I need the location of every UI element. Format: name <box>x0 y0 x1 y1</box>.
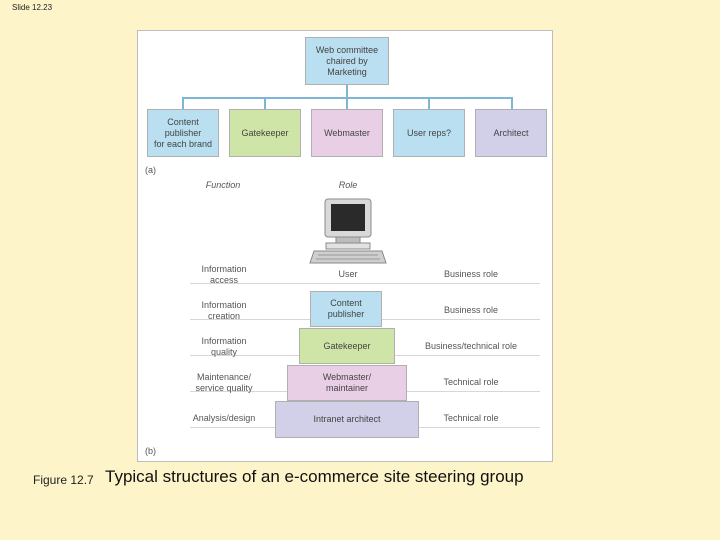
role-type-label: Technical role <box>443 377 499 387</box>
connector-vertical <box>346 85 348 97</box>
figure-b-label: (b) <box>145 446 156 456</box>
figure-caption: Typical structures of an e-commerce site… <box>105 467 524 486</box>
content-publisher-tier: Content publisher <box>310 291 382 327</box>
connector-drop <box>182 97 184 109</box>
role-type-label: Technical role <box>443 413 499 423</box>
gatekeeper-box: Gatekeeper <box>229 109 301 157</box>
connector-drop <box>264 97 266 109</box>
computer-icon <box>309 198 387 264</box>
figure-a-label: (a) <box>145 165 156 175</box>
figure-panel: Web committee chaired by Marketing Conte… <box>137 30 553 462</box>
architect-box: Architect <box>475 109 547 157</box>
role-header: Role <box>338 180 358 190</box>
web-committee-box: Web committee chaired by Marketing <box>305 37 389 85</box>
gatekeeper-tier: Gatekeeper <box>299 328 395 364</box>
function-label: Information creation <box>201 300 247 321</box>
role-type-label: Business role <box>443 269 499 279</box>
function-label: Maintenance/ service quality <box>195 372 253 393</box>
content-publisher-box: Content publisher for each brand <box>147 109 219 157</box>
function-label: Information access <box>201 264 247 285</box>
connector-drop <box>511 97 513 109</box>
function-header: Function <box>205 180 241 190</box>
slide-number: Slide 12.23 <box>12 3 53 12</box>
role-type-label: Business/technical role <box>424 341 518 351</box>
figure-number: Figure 12.7 <box>33 473 94 487</box>
row-divider <box>190 283 540 284</box>
user-reps-box: User reps? <box>393 109 465 157</box>
function-label: Information quality <box>201 336 247 357</box>
webmaster-box: Webmaster <box>311 109 383 157</box>
connector-drop <box>428 97 430 109</box>
role-type-label: Business role <box>443 305 499 315</box>
webmaster-tier: Webmaster/ maintainer <box>287 365 407 401</box>
function-label: Analysis/design <box>192 413 256 423</box>
connector-drop <box>346 97 348 109</box>
intranet-architect-tier: Intranet architect <box>275 401 419 438</box>
role-label: User <box>338 269 358 279</box>
